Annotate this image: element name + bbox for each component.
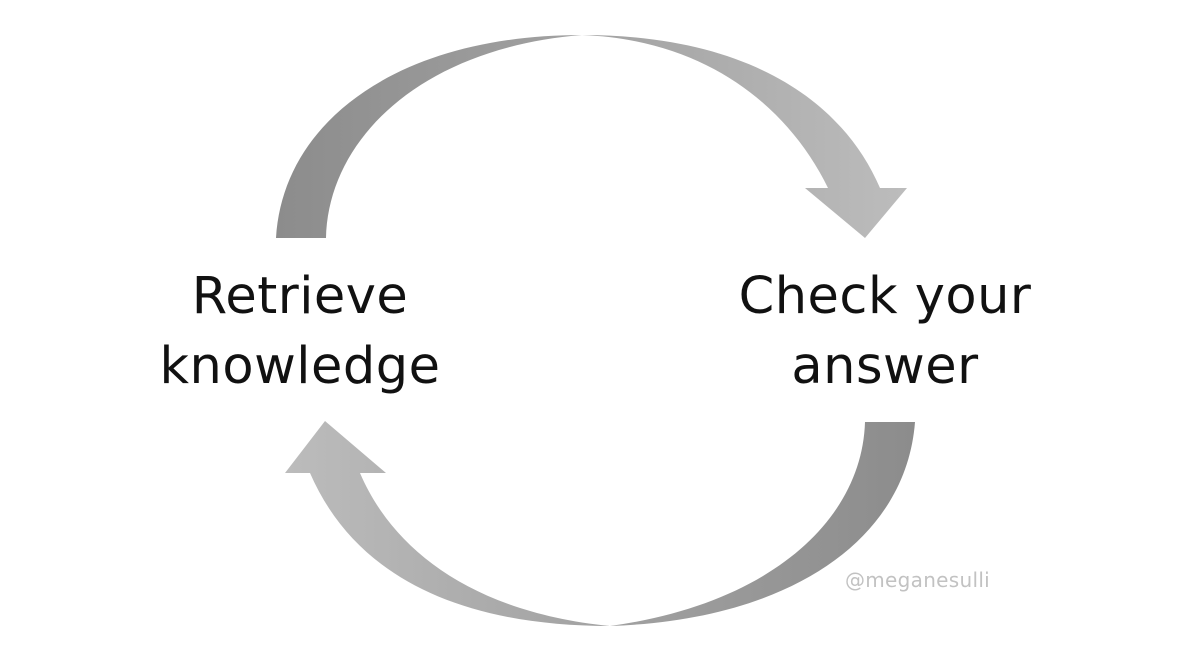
node-retrieve-line-2: knowledge — [159, 337, 441, 396]
node-check-line-2: answer — [791, 337, 979, 396]
node-retrieve-knowledge: Retrieve knowledge — [120, 262, 480, 402]
node-check-your-answer: Check your answer — [705, 262, 1065, 402]
arrow-check-to-retrieve — [285, 421, 915, 626]
node-check-line-1: Check your — [738, 267, 1032, 326]
watermark-handle: @meganesulli — [844, 568, 991, 592]
arrow-retrieve-to-check — [276, 35, 907, 238]
node-retrieve-line-1: Retrieve — [191, 267, 409, 326]
